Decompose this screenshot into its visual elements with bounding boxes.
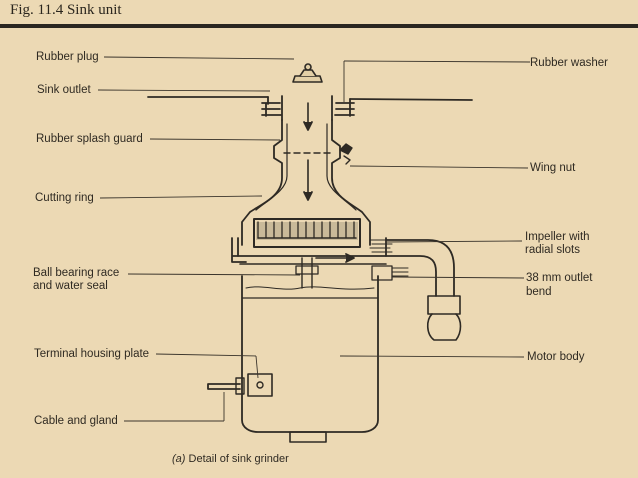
terminal-housing-plate <box>247 373 273 397</box>
rubber-plug <box>292 63 323 83</box>
outlet-bend <box>385 239 455 297</box>
label-terminal-housing-plate: Terminal housing plate <box>34 348 150 360</box>
motor-body <box>241 275 379 433</box>
sink-outlet-flange-left <box>261 95 283 121</box>
cutting-ring <box>257 221 357 239</box>
label-wing-nut: Wing nut <box>530 162 576 174</box>
funnel-left-wall <box>241 119 283 246</box>
label-ball-bearing-line2: and water seal <box>33 280 108 292</box>
label-rubber-washer: Rubber washer <box>530 57 608 69</box>
cable-and-gland <box>207 383 241 390</box>
label-rubber-splash-guard: Rubber splash guard <box>36 133 143 145</box>
label-cutting-ring: Cutting ring <box>35 192 94 204</box>
sink-surface-right <box>349 98 473 101</box>
label-outlet-line1: 38 mm outlet <box>526 272 593 284</box>
figure-title: Fig. 11.4 Sink unit <box>10 2 122 18</box>
label-ball-bearing-line1: Ball bearing race <box>33 267 120 279</box>
leader-lines <box>97 56 531 422</box>
label-impeller-line1: Impeller with <box>525 231 590 243</box>
funnel-right-wall <box>331 119 371 246</box>
caption-prefix: (a) <box>172 453 186 465</box>
caption-text: Detail of sink grinder <box>188 453 289 465</box>
figure-caption: (a) Detail of sink grinder <box>172 453 289 465</box>
impeller-housing <box>231 237 387 263</box>
rubber-washer <box>331 95 355 121</box>
label-outlet-line2: bend <box>526 286 552 298</box>
motor-foot <box>289 431 327 443</box>
label-motor-body: Motor body <box>527 351 585 363</box>
label-impeller-line2: radial slots <box>525 244 580 256</box>
label-rubber-plug: Rubber plug <box>36 51 99 63</box>
label-cable-and-gland: Cable and gland <box>34 415 118 427</box>
title-rule <box>0 24 638 28</box>
wing-nut <box>339 143 353 165</box>
label-sink-outlet: Sink outlet <box>37 84 91 96</box>
